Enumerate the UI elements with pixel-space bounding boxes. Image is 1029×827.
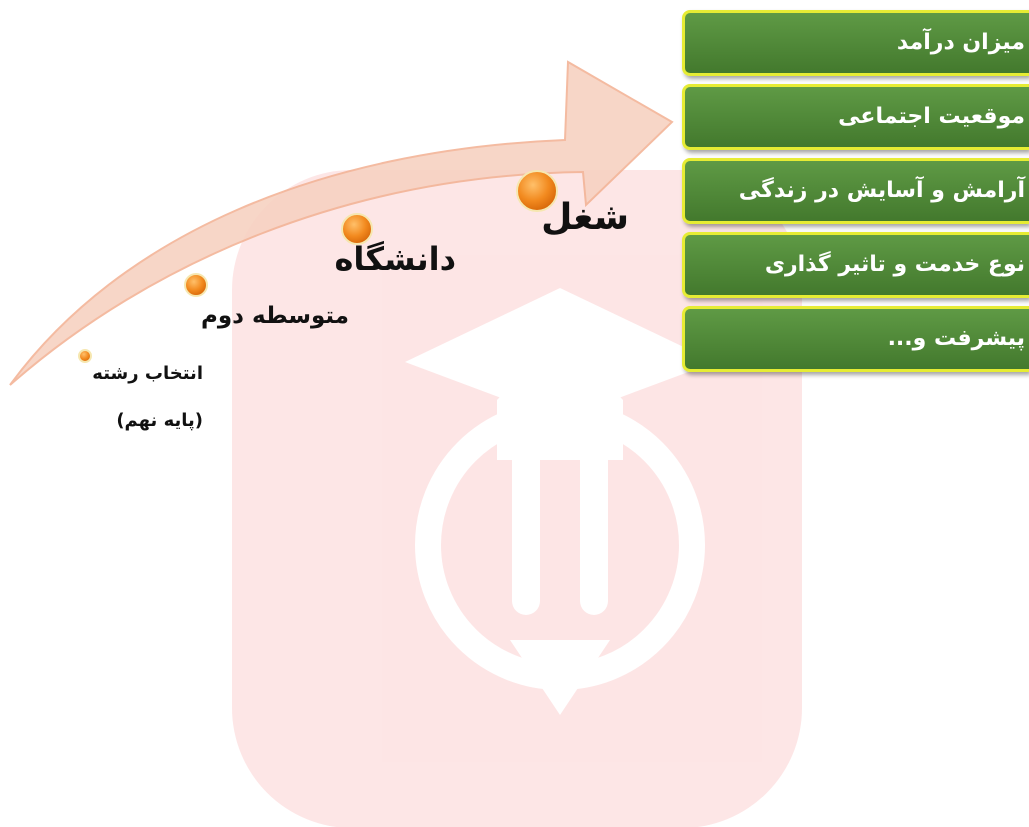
stage-dot-3: [341, 213, 373, 245]
stage-dot-2: [184, 273, 208, 297]
stage-label-1: انتخاب رشته: [92, 363, 203, 384]
progress-arrow: [9, 60, 674, 386]
factor-box-peace-of-life: آرامش و آسایش در زندگی: [682, 158, 1029, 224]
factor-box-progress: پیشرفت و...: [682, 306, 1029, 372]
factor-list: میزان درآمد موقعیت اجتماعی آرامش و آسایش…: [682, 10, 1029, 380]
factor-box-service-impact: نوع خدمت و تاثیر گذاری: [682, 232, 1029, 298]
stage-label-2: متوسطه دوم: [201, 303, 349, 329]
stage-label-1-sub: (پایه نهم): [116, 410, 203, 431]
stage-label-3: دانشگاه: [334, 240, 456, 278]
watermark-logo: [232, 170, 802, 827]
stage-dot-4: [516, 170, 558, 212]
stage-label-4: شغل: [541, 197, 629, 238]
stage-dot-1: [78, 349, 92, 363]
factor-box-income: میزان درآمد: [682, 10, 1029, 76]
factor-box-social-status: موقعیت اجتماعی: [682, 84, 1029, 150]
